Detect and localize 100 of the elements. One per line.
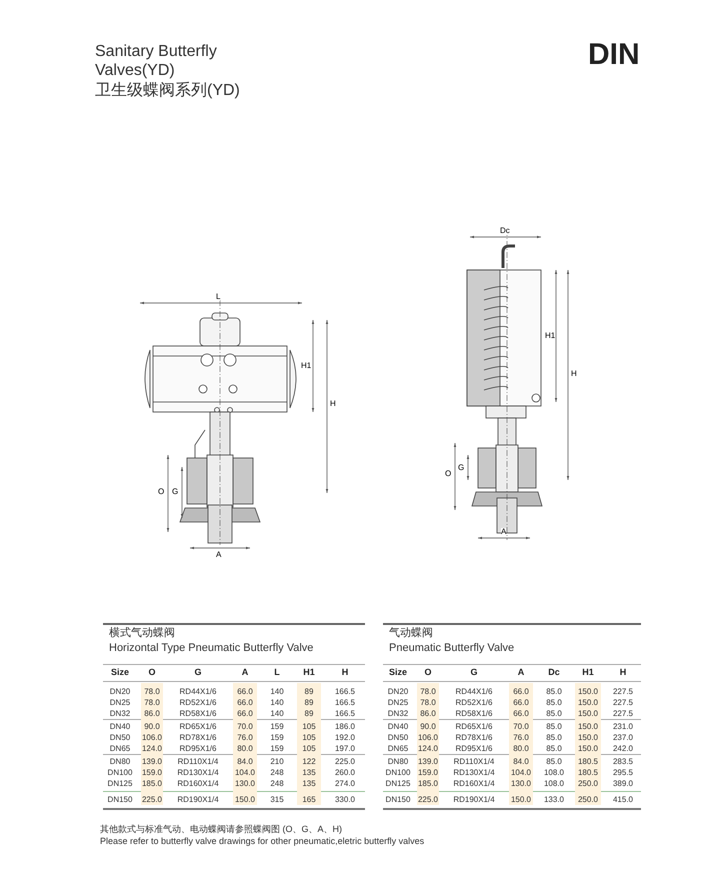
table-cell-text: RD95X1/6 <box>178 745 218 753</box>
column-header: A <box>516 668 526 677</box>
table-cell-text: DN150 <box>384 796 412 804</box>
table-cell-text: 78.0 <box>419 688 437 696</box>
table-cell-text: 66.0 <box>512 688 530 696</box>
table-cell-text: 85.0 <box>545 745 563 753</box>
table-cell-text: 108.0 <box>542 780 566 788</box>
dimension-label: O <box>158 488 164 496</box>
table-cell-text: 66.0 <box>236 699 254 707</box>
table-cell-text: 330.0 <box>334 796 356 804</box>
dimension-label: G <box>172 488 178 496</box>
table-cell-text: 139.0 <box>416 758 440 766</box>
table-title: Pneumatic Butterfly Valve <box>389 643 514 654</box>
table-cell-text: 295.5 <box>612 769 634 777</box>
table-cell-text: 231.0 <box>612 723 634 731</box>
table-cell-text: RD44X1/6 <box>178 688 218 696</box>
table-cell-text: 105 <box>301 734 317 742</box>
table-cell-text: DN50 <box>108 734 132 742</box>
table-cell-text: 85.0 <box>545 710 563 718</box>
table-cell-text: RD52X1/6 <box>454 699 494 707</box>
table-cell-text: 78.0 <box>143 688 161 696</box>
column-header: G <box>469 668 478 677</box>
table-cell-text: RD130X1/4 <box>452 769 496 777</box>
table-cell-text: DN150 <box>106 796 134 804</box>
column-header: H1 <box>581 668 595 677</box>
table-cell-text: 283.5 <box>612 758 634 766</box>
table-cell-text: 140 <box>269 699 285 707</box>
table-cell-text: 150.0 <box>576 710 600 718</box>
dimension-label: A <box>501 528 506 536</box>
table-cell-text: 130.0 <box>234 780 256 788</box>
table-cell-text: 150.0 <box>234 796 256 804</box>
table-cell-text: DN20 <box>386 688 410 696</box>
table-cell-text: DN100 <box>384 769 412 777</box>
table-cell-text: DN50 <box>386 734 410 742</box>
table-cell-text: 150.0 <box>576 688 600 696</box>
table-cell-text: 227.5 <box>612 688 634 696</box>
table-cell-text: 180.5 <box>576 758 600 766</box>
table-cell-text: 122 <box>301 758 317 766</box>
column-header: H <box>340 668 350 677</box>
table-cell-text: 66.0 <box>512 710 530 718</box>
table-cell-text: 106.0 <box>140 734 164 742</box>
standard-heading: DIN <box>588 40 640 70</box>
table-cell-text: 80.0 <box>512 745 530 753</box>
dimension-label: L <box>216 293 220 301</box>
table-cell-text: 248 <box>269 769 285 777</box>
table-title: 气动蝶阀 <box>389 628 433 639</box>
table-cell-text: RD160X1/4 <box>176 780 220 788</box>
column-header: Dc <box>547 668 561 677</box>
table-cell-text: DN20 <box>108 688 132 696</box>
table-cell-text: RD65X1/6 <box>178 723 218 731</box>
column-header: G <box>193 668 202 677</box>
table-cell-text: 242.0 <box>612 745 634 753</box>
table-cell-text: RD95X1/6 <box>454 745 494 753</box>
table-cell-text: 260.0 <box>334 769 356 777</box>
column-header: H <box>618 668 628 677</box>
footnote: Please refer to butterfly valve drawings for other pneumatic,eletric butterfly valves <box>100 837 424 846</box>
table-cell-text: DN40 <box>108 723 132 731</box>
table-cell-text: DN65 <box>386 745 410 753</box>
table-cell-text: 166.5 <box>334 699 356 707</box>
table-cell-text: 66.0 <box>236 688 254 696</box>
table-cell-text: DN80 <box>386 758 410 766</box>
table-cell-text: 66.0 <box>236 710 254 718</box>
column-header: H1 <box>302 668 316 677</box>
table-title: 横式气动蝶阀 <box>109 628 175 639</box>
table-cell-text: 210 <box>269 758 285 766</box>
table-cell-text: RD160X1/4 <box>452 780 496 788</box>
column-header: Size <box>110 668 130 677</box>
table-cell-text: DN32 <box>386 710 410 718</box>
table-cell-text: 250.0 <box>576 796 600 804</box>
table-cell-text: RD52X1/6 <box>178 699 218 707</box>
table-cell-text: 237.0 <box>612 734 634 742</box>
table-cell-text: 140 <box>269 688 285 696</box>
table-cell-text: 89 <box>304 710 314 718</box>
table-cell-text: 78.0 <box>143 699 161 707</box>
table-cell-text: 159 <box>269 723 285 731</box>
table-cell-text: 85.0 <box>545 734 563 742</box>
table-cell-text: 85.0 <box>545 723 563 731</box>
table-cell-text: 76.0 <box>512 734 530 742</box>
table-cell-text: 86.0 <box>419 710 437 718</box>
table-cell-text: 86.0 <box>143 710 161 718</box>
table-cell-text: RD190X1/4 <box>176 796 220 804</box>
table-cell-text: DN125 <box>106 780 134 788</box>
table-cell-text: 90.0 <box>419 723 437 731</box>
table-cell-text: RD78X1/6 <box>178 734 218 742</box>
title: Sanitary Butterfly Valves(YD) <box>95 42 218 80</box>
table-cell-text: RD65X1/6 <box>454 723 494 731</box>
table-cell-text: 225.0 <box>140 796 164 804</box>
table-cell-text: 150.0 <box>576 723 600 731</box>
column-header: Size <box>388 668 408 677</box>
table-cell-text: RD58X1/6 <box>178 710 218 718</box>
table-cell-text: 159.0 <box>416 769 440 777</box>
table-cell-text: 180.5 <box>576 769 600 777</box>
table-cell-text: 192.0 <box>334 734 356 742</box>
table-cell-text: 89 <box>304 688 314 696</box>
table-cell-text: 139.0 <box>140 758 164 766</box>
dimension-label: H1 <box>301 362 312 370</box>
table-cell-text: 185.0 <box>140 780 164 788</box>
column-header: L <box>273 668 281 677</box>
table-cell-text: 159 <box>269 734 285 742</box>
table-cell-text: 108.0 <box>542 769 566 777</box>
